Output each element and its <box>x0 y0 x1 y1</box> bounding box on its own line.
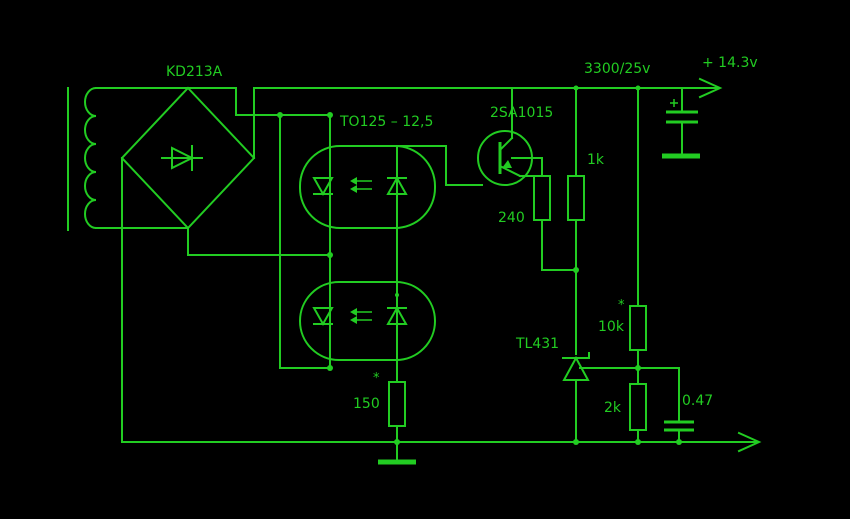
transistor-2sa1015 <box>477 87 543 186</box>
capacitor-047 <box>637 367 694 445</box>
resistor-1k <box>567 87 585 355</box>
tl431-label: TL431 <box>515 336 559 352</box>
r150-star: * <box>373 371 380 386</box>
resistor-10k <box>629 85 647 385</box>
resistor-150 <box>378 381 416 465</box>
voltage-out-label: + 14.3v <box>702 55 758 71</box>
transformer <box>67 86 189 231</box>
transistor-label: 2SA1015 <box>490 105 553 121</box>
r1k-label: 1k <box>587 152 605 168</box>
r2k-label: 2k <box>604 400 622 416</box>
optocoupler-top <box>299 145 436 229</box>
optocoupler-label: TO125 – 12,5 <box>339 114 433 130</box>
optocoupler-bottom <box>299 281 436 361</box>
bridge-rectifier <box>120 86 331 443</box>
r10k-label: 10k <box>598 319 625 335</box>
c047-label: 0.47 <box>682 393 713 409</box>
r240-label: 240 <box>498 210 525 226</box>
resistor-2k <box>629 383 647 445</box>
main-capacitor <box>662 87 700 159</box>
resistor-240 <box>533 157 577 271</box>
r10k-star: * <box>618 298 625 313</box>
tl431-regulator <box>562 352 639 445</box>
bridge-label: KD213A <box>166 64 223 80</box>
r150-label: 150 <box>353 396 380 412</box>
capacitor-main-label: 3300/25v <box>584 61 650 77</box>
